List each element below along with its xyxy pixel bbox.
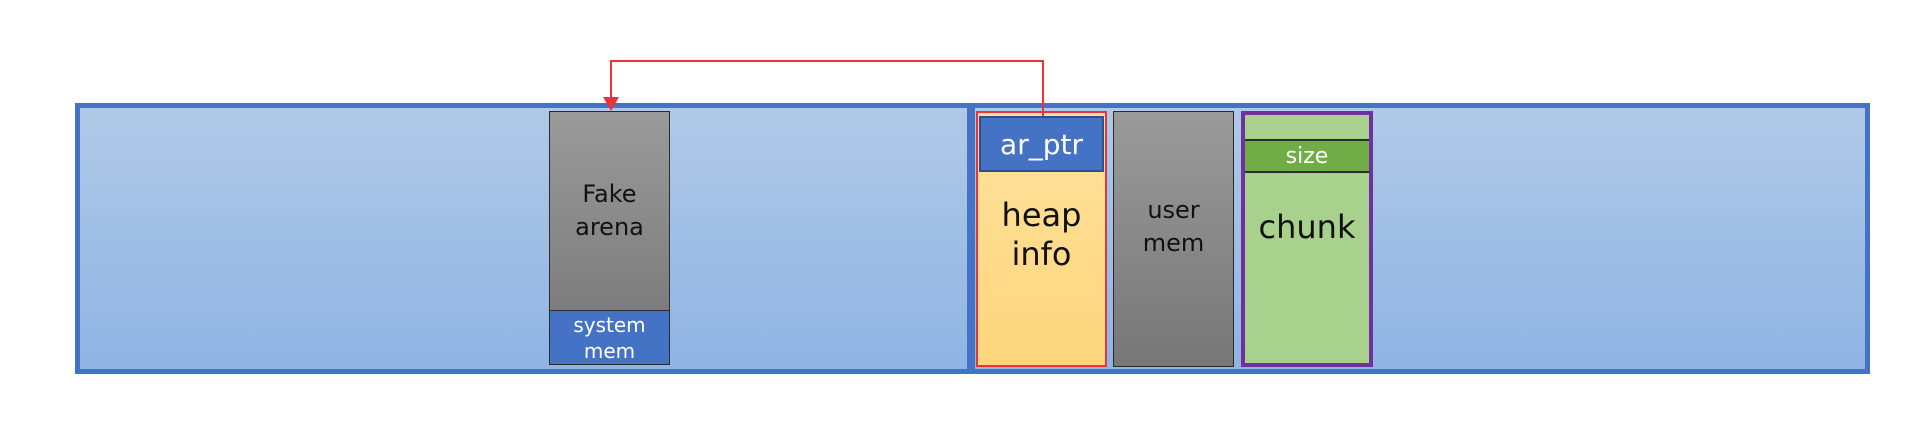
arrow-head (603, 97, 619, 111)
system-mem-block: system mem (549, 310, 670, 365)
system-mem-label-line1: system (573, 312, 646, 337)
user-mem-label-line1: user (1147, 196, 1200, 224)
user-mem-block: user mem (1113, 111, 1234, 367)
chunk-label: chunk (1258, 208, 1356, 246)
chunk-size-field: size (1245, 139, 1369, 173)
heap-info-label-line1: heap (1001, 196, 1082, 234)
arrow-line (610, 60, 1044, 116)
ar-ptr-field: ar_ptr (979, 116, 1104, 172)
left-memory-region (75, 103, 972, 374)
fake-arena-label-line2: arena (575, 213, 644, 241)
system-mem-label-line2: mem (583, 338, 636, 363)
heap-info-label-line2: info (1011, 235, 1072, 273)
user-mem-label-line2: mem (1142, 229, 1205, 257)
heap-info-label: heap info (979, 175, 1104, 295)
fake-arena-label-line1: Fake (582, 180, 637, 208)
